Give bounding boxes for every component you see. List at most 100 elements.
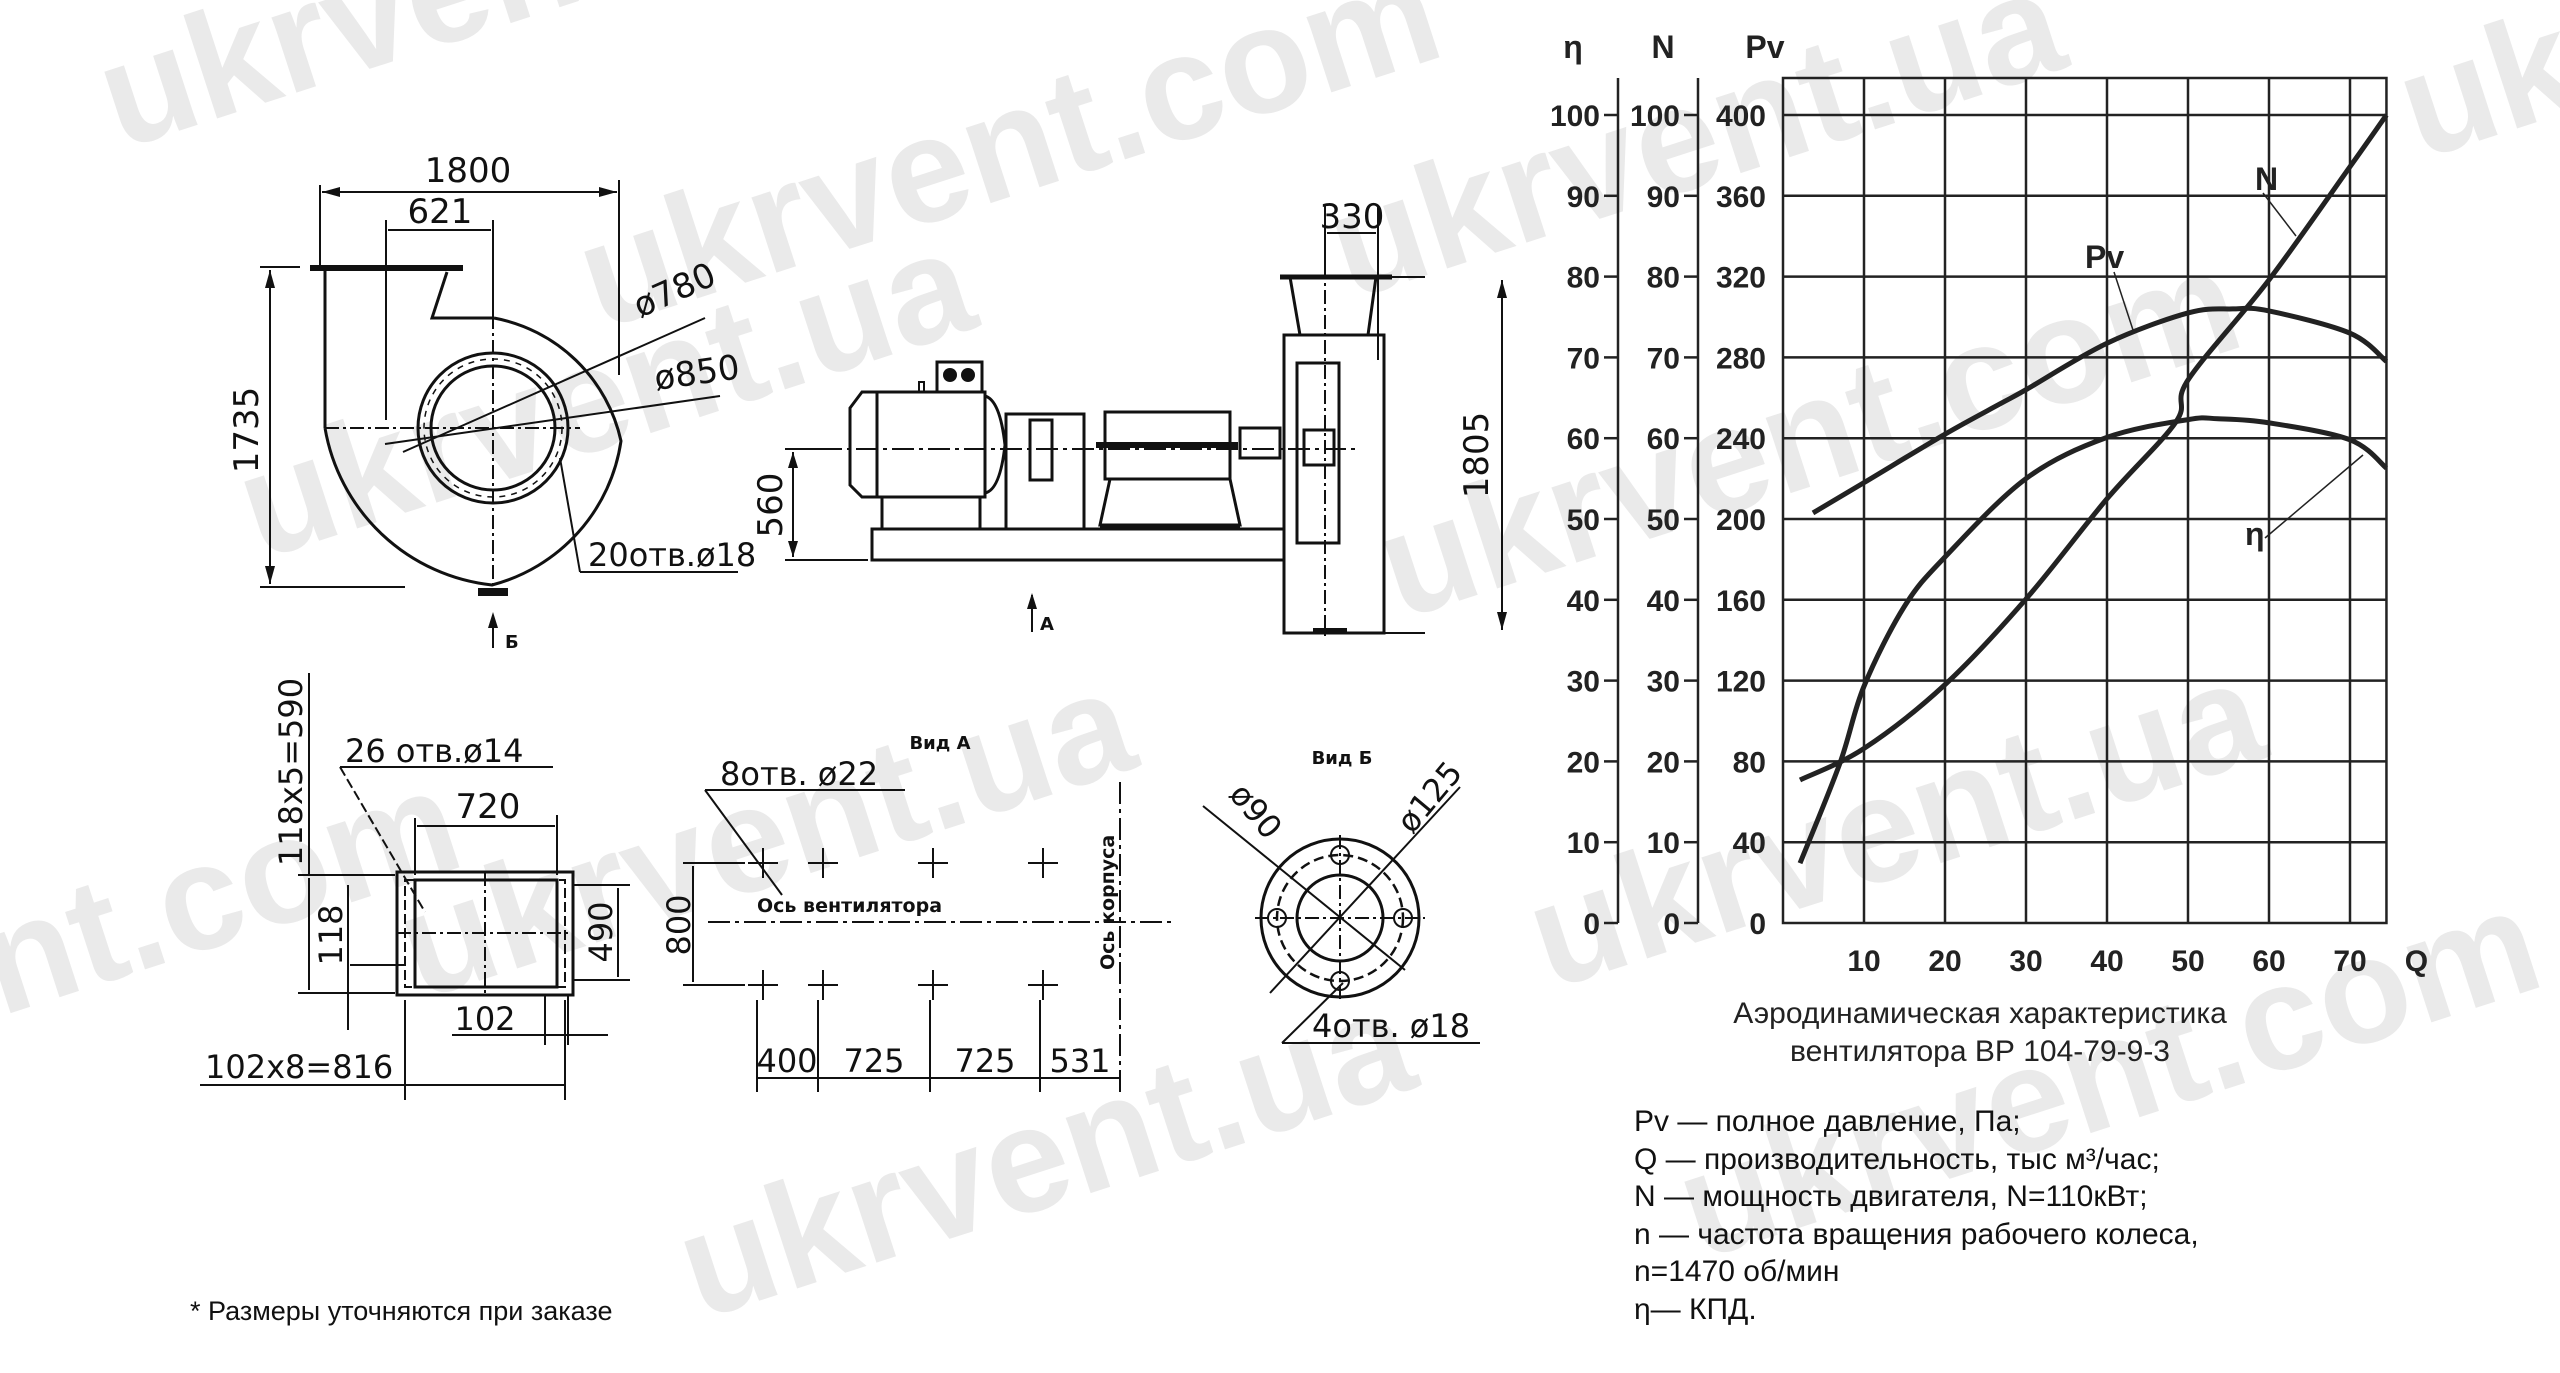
x-tick-label: 40 [2090,945,2123,978]
watermark: ukrvent.ua [2378,0,2560,190]
y-tick-label: 70 [1647,342,1680,375]
curve-label: η [2245,516,2265,552]
chart-curves [1797,113,2389,865]
dim-height-1735: 1735 [227,387,267,474]
y-tick-label: 10 [1567,827,1600,860]
y-tick-label: 280 [1716,342,1766,375]
y-tick-label: 120 [1716,666,1766,699]
x-tick-label: 50 [2171,945,2204,978]
dim-width-1800: 1800 [425,151,512,191]
dim-spacing-725: 725 [843,1042,904,1080]
y-tick-label: 20 [1567,746,1600,779]
view-b-title: Вид Б [1312,748,1373,769]
y-tick-label: 90 [1647,181,1680,214]
chart-caption: Аэродинамическая характеристика вентилят… [1620,995,2340,1071]
legend-item-q: Q — производительность, тыс м³/час; [1634,1142,2160,1176]
chart-caption-line-1: Аэродинамическая характеристика [1733,997,2227,1030]
y-tick-label: 60 [1567,423,1600,456]
curve-label-leader [2113,271,2134,331]
y-axis-title: N [1651,29,1674,65]
curve-label: Pv [2085,239,2124,275]
dim-diameter-125: ø125 [1389,754,1470,840]
y-tick-label: 40 [1647,585,1680,618]
y-tick-label: 70 [1567,342,1600,375]
footnote: * Размеры уточняются при заказе [190,1296,613,1326]
x-tick-label: 70 [2333,945,2366,978]
dim-axis-560: 560 [751,473,791,538]
dim-pitch-590: 118x5=590 [272,678,310,866]
dim-spacing-800: 800 [660,894,698,955]
dim-height-1805: 1805 [1457,412,1497,499]
chart-y-axes: η0102030405060708090100N0102030405060708… [1550,29,1785,941]
y-tick-label: 40 [1567,585,1600,618]
view-arrow-b-icon [488,612,498,628]
y-tick-label: 0 [1663,908,1680,941]
x-axis-title: Q [2405,945,2428,978]
dim-spacing-400: 400 [756,1042,817,1080]
legend-item-pv: Pv — полное давление, Па; [1634,1105,2021,1138]
dim-hole-pitch-102: 102 [454,1000,515,1038]
chart-curve-labels: N Pv η [2085,161,2364,552]
watermark: ukrvent.ua [1508,626,2283,1021]
dim-diameter-90: ø90 [1222,776,1290,847]
body-axis-label: Ось корпуса [1097,835,1119,970]
dim-pitch-118: 118 [312,904,350,965]
y-tick-label: 60 [1647,423,1680,456]
holes-label-26x14: 26 отв.ø14 [345,732,523,770]
chart-caption-line-2: вентилятора ВР 104-79-9-3 [1789,1035,2170,1068]
curve-label-leader [2264,454,2364,539]
plot-border [1781,76,2388,925]
dim-spacing-725: 725 [954,1042,1015,1080]
y-tick-label: 360 [1716,181,1766,214]
y-tick-label: 50 [1567,504,1600,537]
curve-n [1798,113,2389,783]
dim-width-720: 720 [456,787,521,827]
y-tick-label: 10 [1647,827,1680,860]
y-axis-title: η [1563,29,1583,65]
y-tick-label: 100 [1630,100,1680,133]
y-tick-label: 50 [1647,504,1680,537]
y-tick-label: 20 [1647,746,1680,779]
fan-axis-label: Ось вентилятора [757,895,942,917]
view-a-title: Вид А [909,733,970,754]
holes-label-20x18: 20отв.ø18 [588,536,756,574]
chart-legend: Pv — полное давление, Па; Q — производит… [1634,1103,2199,1328]
outlet-flange-view: 118x5=590 26 отв.ø14 720 118 490 102 [200,673,630,1100]
dim-outlet-621: 621 [408,192,473,232]
view-a: Вид А 8отв. ø22 Ось вентилятора Ось корп… [660,733,1172,1095]
watermark: ukrvent.ua [378,636,1153,1031]
dim-pitch-816: 102x8=816 [205,1048,393,1086]
x-tick-label: 60 [2252,945,2285,978]
dim-spacing-531: 531 [1049,1042,1110,1080]
view-arrow-b-label: Б [505,632,519,653]
x-tick-label: 20 [1928,945,1961,978]
chart-x-axis: 10 20 30 40 50 60 70 Q [1847,945,2428,978]
holes-label-4x18: 4отв. ø18 [1312,1007,1470,1045]
curve-label: N [2255,161,2278,197]
y-tick-label: 90 [1567,181,1600,214]
y-tick-label: 400 [1716,100,1766,133]
y-tick-label: 80 [1733,746,1766,779]
y-tick-label: 30 [1567,666,1600,699]
curve-label-leader [2262,192,2297,237]
holes-label-8x22: 8отв. ø22 [720,755,878,793]
x-tick-label: 30 [2009,945,2042,978]
chart-grid [1781,76,2388,925]
legend-item-efficiency: η— КПД. [1634,1292,1757,1326]
side-view: 330 1805 560 А [751,197,1507,640]
legend-item-n: N — мощность двигателя, N=110кВт; [1634,1180,2148,1213]
x-tick-label: 10 [1847,945,1880,978]
aerodynamic-chart: η0102030405060708090100N0102030405060708… [1550,29,2428,978]
y-tick-label: 0 [1749,908,1766,941]
y-tick-label: 160 [1716,585,1766,618]
y-tick-label: 80 [1647,262,1680,295]
dim-height-490: 490 [582,901,620,962]
view-arrow-a-label: А [1040,614,1054,635]
dim-inlet-330: 330 [1320,197,1385,237]
y-tick-label: 200 [1716,504,1766,537]
curve-pv [1811,305,2389,516]
curve-efficiency [1797,415,2389,865]
legend-item-rpm-value: n=1470 об/мин [1634,1255,1840,1288]
